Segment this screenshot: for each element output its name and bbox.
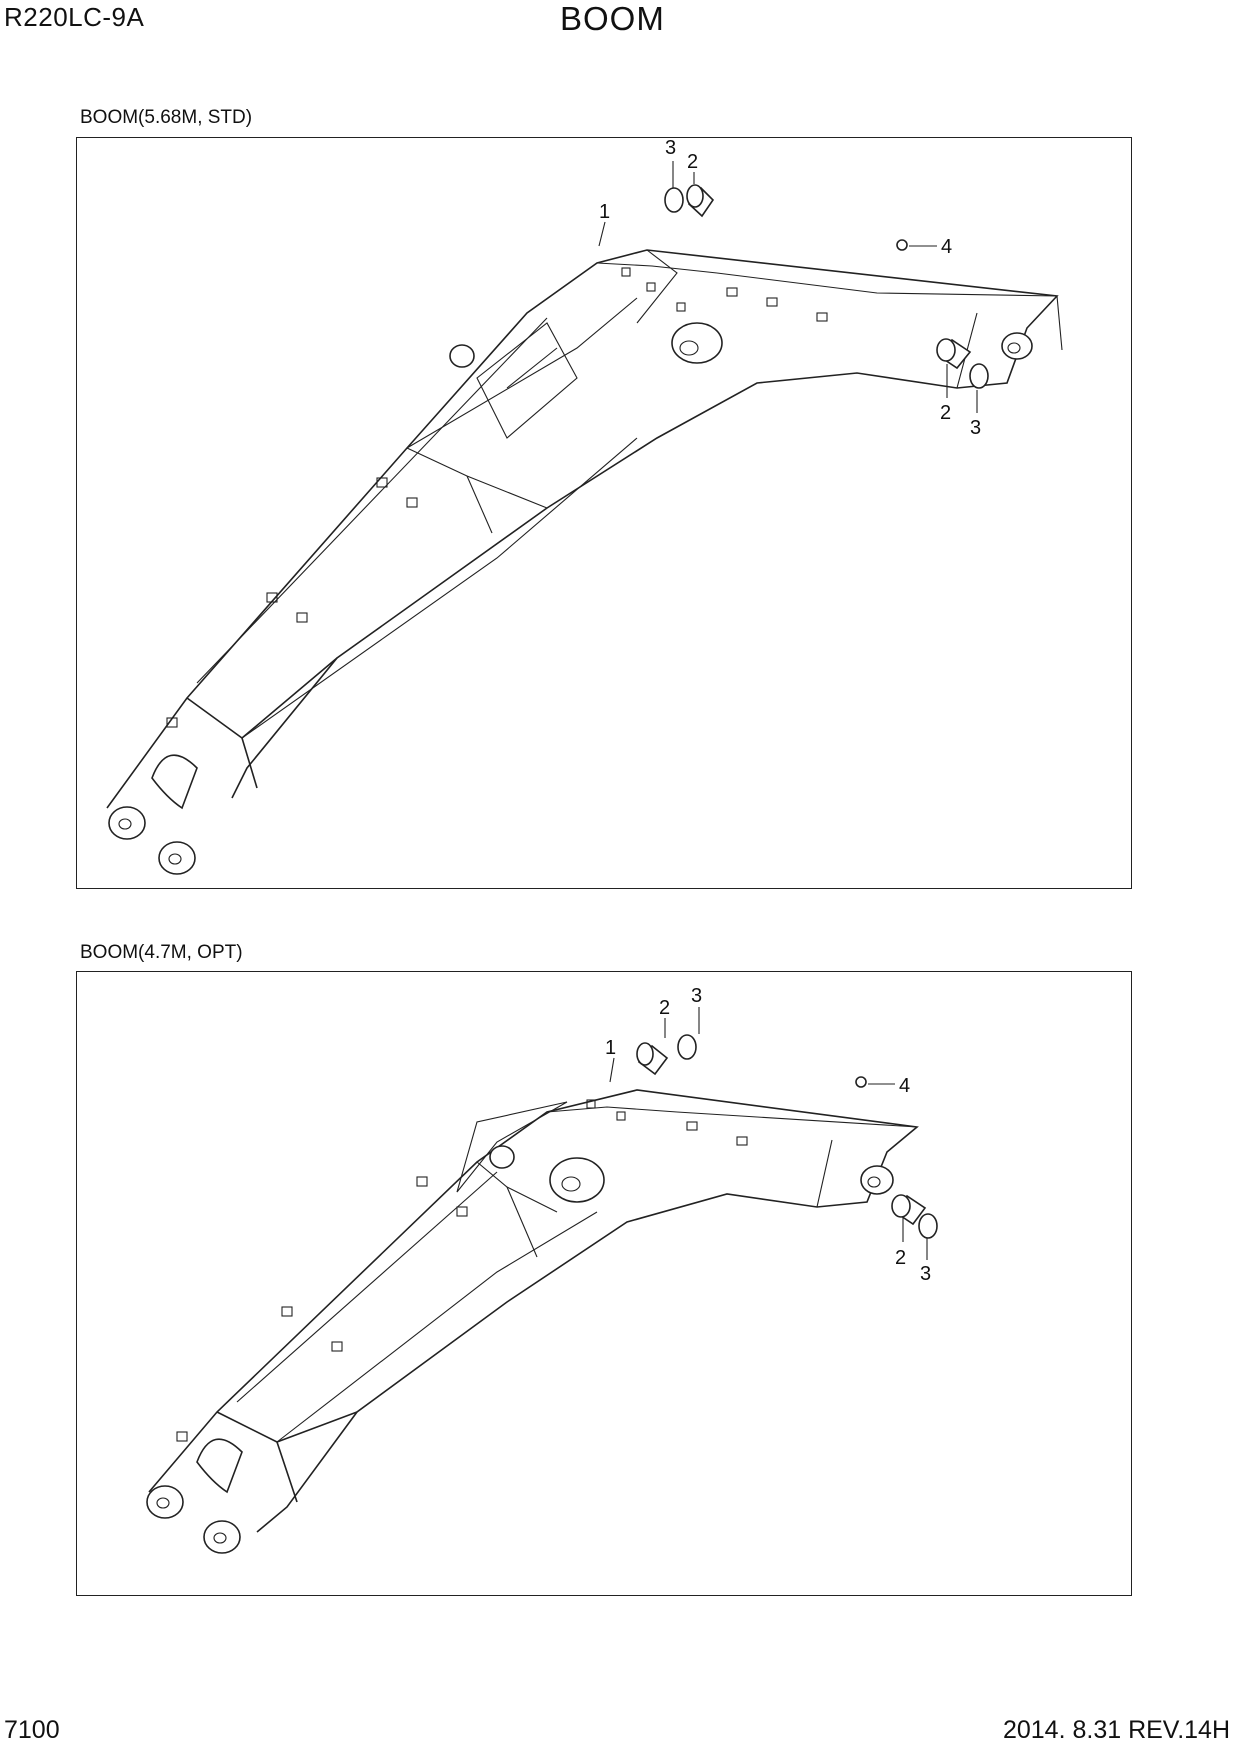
bushing-bottom-std [936,338,972,370]
page-number: 7100 [4,1716,60,1744]
callout-3-std-bottom: 3 [970,417,981,439]
bushing-top-opt [636,1042,669,1076]
ring-bottom-std [969,363,989,389]
callout-4-std: 4 [941,236,952,258]
ring-top-std [664,187,684,213]
callout-2-std-bottom: 2 [940,402,951,424]
figure-frame-opt: 1 2 3 4 2 3 [76,971,1132,1596]
bushing-top-std [686,184,715,218]
callout-2-opt-top: 2 [659,997,670,1019]
callout-3-std-top: 3 [665,138,676,159]
grease-fitting-opt [855,1076,867,1088]
boom-std-drawing: 1 2 3 4 2 3 [106,138,1063,875]
boom-opt-body [146,1089,919,1554]
page-title: BOOM [560,0,665,37]
ring-top-opt [677,1034,697,1060]
grease-fitting-std [896,239,908,251]
ring-bottom-opt [918,1213,938,1239]
model-number: R220LC-9A [4,2,145,32]
figure-frame-std: 1 2 3 4 2 3 [76,137,1132,889]
callout-4-opt: 4 [899,1075,910,1097]
figure-caption-std: BOOM(5.68M, STD) [80,107,253,128]
callout-2-std-top: 2 [687,151,698,173]
boom-opt-drawing: 1 2 3 4 2 3 [146,985,938,1554]
revision-date: 2014. 8.31 REV.14H [1002,1716,1230,1744]
callout-1-std: 1 [599,201,610,223]
boom-std-body [106,249,1063,875]
bushing-bottom-opt [891,1194,927,1226]
callout-3-opt-top: 3 [691,985,702,1007]
callout-1-opt: 1 [605,1037,616,1059]
callout-2-opt-bottom: 2 [895,1247,906,1269]
callout-3-opt-bottom: 3 [920,1263,931,1285]
figure-caption-opt: BOOM(4.7M, OPT) [80,942,243,963]
